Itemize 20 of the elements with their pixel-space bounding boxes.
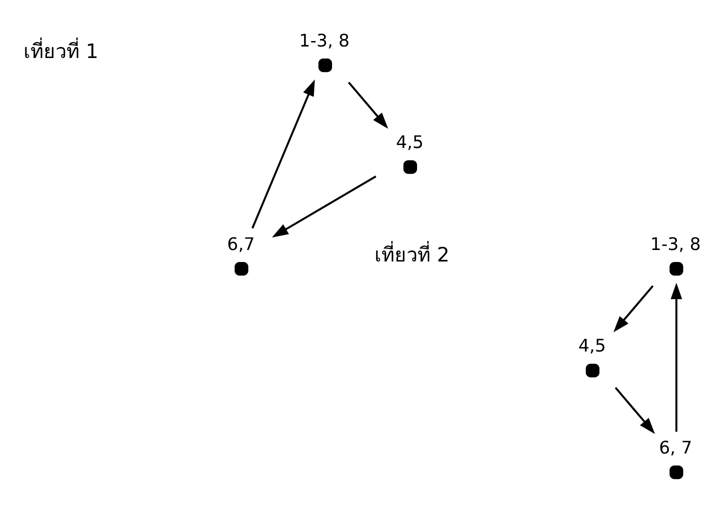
arrow xyxy=(272,175,376,238)
node-circle xyxy=(318,58,332,72)
node-circle xyxy=(670,262,684,276)
node-circle xyxy=(586,364,600,378)
label: เที่ยวที่ 1 xyxy=(23,40,98,64)
node-label: 6, 7 xyxy=(659,438,692,458)
node-circle xyxy=(403,160,418,174)
label: เที่ยวที่ 2 xyxy=(374,244,450,267)
arrow xyxy=(614,387,655,434)
arrow xyxy=(670,282,682,432)
node-label: 6,7 xyxy=(227,234,255,255)
arrow xyxy=(613,285,654,332)
node-label: 4,5 xyxy=(578,336,606,357)
node-circle xyxy=(234,262,248,276)
arrow xyxy=(251,80,315,229)
arrow xyxy=(348,82,388,129)
node-circle xyxy=(670,465,684,480)
node-label: 1-3, 8 xyxy=(299,31,350,52)
node-label: 1-3, 8 xyxy=(650,234,701,255)
node-label: 4,5 xyxy=(396,133,424,154)
